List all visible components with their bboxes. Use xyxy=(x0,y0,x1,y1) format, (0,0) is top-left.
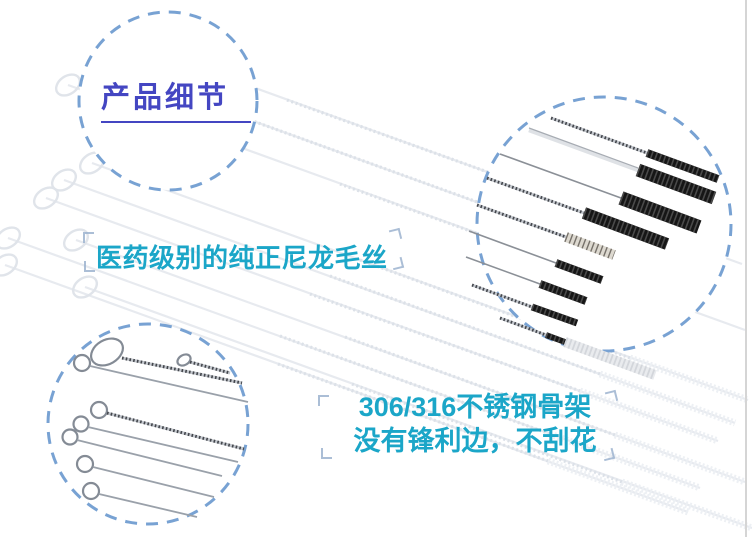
background-brushes-illustration xyxy=(0,48,752,532)
brush-heads-illustration xyxy=(465,116,720,380)
wire-loop-handles-illustration xyxy=(61,337,249,518)
detail-circle-top-left xyxy=(77,10,259,192)
bristle-note-text: 医药级别的纯正尼龙毛丝 xyxy=(96,243,388,273)
frame-note-line2: 没有锋利边，不刮花 xyxy=(353,426,597,456)
corner-bracket-note2-tl xyxy=(318,395,329,406)
corner-bracket-note1-bl xyxy=(84,261,95,272)
corner-bracket-note1-tl xyxy=(83,232,94,243)
corner-bracket-note2-bl xyxy=(321,448,332,459)
frame-note-text: 306/316不锈钢骨架 没有锋利边，不刮花 xyxy=(325,390,625,458)
product-details-badge: 产品细节 xyxy=(101,74,251,123)
product-details-label: 产品细节 xyxy=(101,82,230,114)
right-border-line xyxy=(745,0,747,537)
frame-note-line1: 306/316不锈钢骨架 xyxy=(358,392,592,422)
